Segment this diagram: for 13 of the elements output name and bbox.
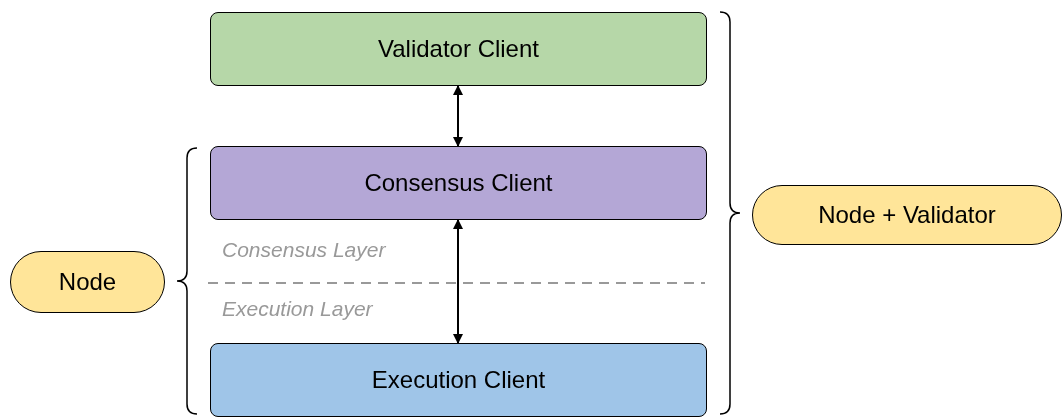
client-box [210,146,707,220]
layer-label: Consensus Layer [222,238,386,262]
node-label: Validator Client [378,35,539,63]
client-box [210,343,707,417]
client-box [210,12,707,86]
group-label-pill [752,185,1062,245]
node-label: Node [58,268,117,296]
layer-label: Execution Layer [222,297,373,321]
double-arrow [453,85,463,147]
double-arrow [453,219,463,344]
node-label: Consensus Client [364,169,553,197]
node-label: Node + Validator [818,201,996,229]
node-label: Execution Client [371,366,546,394]
